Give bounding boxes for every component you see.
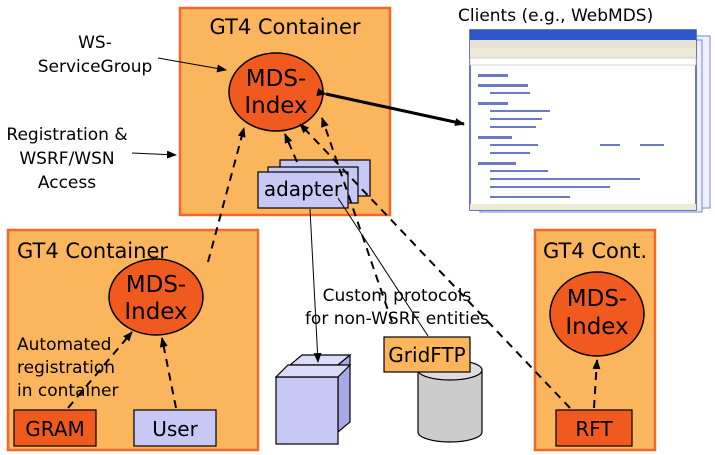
right-index-line1: MDS-: [567, 286, 627, 312]
webmds-client-window: [469, 29, 711, 213]
adapter-to-cube-arrow: [309, 208, 322, 363]
right-mds-index: MDS- Index: [549, 271, 645, 357]
user-registration-arrow: [159, 337, 177, 409]
left-mds-index: MDS- Index: [108, 258, 204, 336]
svg-text:WSRF/WSN: WSRF/WSN: [19, 149, 114, 169]
left-index-registration-arrow: [207, 127, 246, 263]
registration-pointer: [131, 150, 177, 159]
main-index-line1: MDS-: [246, 66, 306, 92]
right-index-line2: Index: [565, 314, 628, 340]
automated-registration-note: Automated registration in container: [17, 335, 118, 401]
svg-text:Access: Access: [38, 173, 96, 193]
svg-text:Registration &: Registration &: [6, 125, 127, 145]
adapter-registration-arrow: [284, 133, 298, 163]
gridftp-label: GridFTP: [388, 343, 465, 367]
service-group-note: WS- ServiceGroup: [38, 33, 153, 77]
svg-text:registration: registration: [17, 358, 115, 378]
right-container-title: GT4 Cont.: [543, 239, 647, 263]
left-index-line2: Index: [124, 299, 187, 325]
adapter-to-gridftp-line: [337, 197, 429, 337]
connectors: [67, 57, 601, 409]
cube-entity: [274, 353, 352, 445]
gridftp-box: GridFTP: [383, 336, 471, 373]
adapter-label: adapter: [264, 177, 343, 201]
gram-registration-arrow: [67, 331, 133, 409]
clients-label: Clients (e.g., WebMDS): [458, 6, 653, 26]
gridftp-registration-arrow: [321, 117, 393, 323]
svg-text:WS-: WS-: [78, 33, 112, 53]
left-container-title: GT4 Container: [17, 239, 168, 263]
svg-text:ServiceGroup: ServiceGroup: [38, 57, 153, 77]
main-container-title: GT4 Container: [209, 15, 360, 39]
main-index-line2: Index: [244, 93, 307, 119]
gram-label: GRAM: [25, 417, 85, 441]
gram-box: GRAM: [13, 409, 97, 447]
rft-label: RFT: [575, 417, 613, 441]
left-index-line1: MDS-: [126, 272, 186, 298]
adapter-box: adapter: [257, 159, 371, 209]
main-mds-index: MDS- Index: [228, 52, 324, 132]
client-query-arrow: [316, 88, 465, 126]
svg-text:Automated: Automated: [17, 335, 111, 355]
registration-note: Registration & WSRF/WSN Access: [6, 125, 127, 193]
user-label: User: [152, 417, 198, 441]
svg-text:in container: in container: [17, 381, 118, 401]
user-box: User: [133, 409, 217, 447]
service-group-pointer: [157, 57, 227, 73]
rft-to-main-index-arrow: [299, 123, 571, 409]
rft-box: RFT: [555, 409, 633, 447]
svg-text:Custom protocols: Custom protocols: [323, 286, 472, 306]
svg-text:for non-WSRF entities: for non-WSRF entities: [305, 309, 489, 329]
custom-protocols-note: Custom protocols for non-WSRF entities: [305, 286, 489, 329]
